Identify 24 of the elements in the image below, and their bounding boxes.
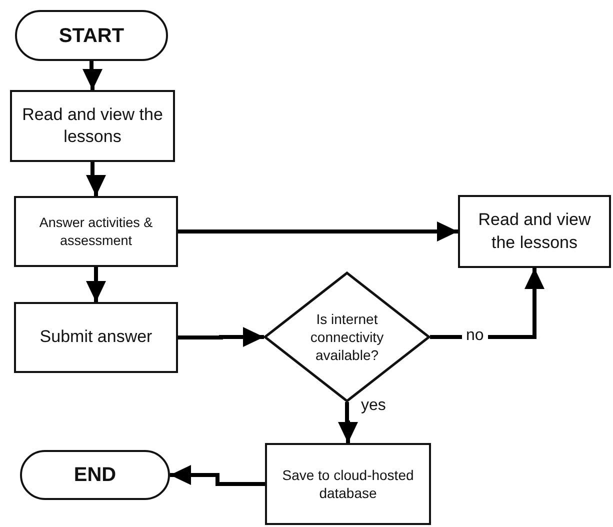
edge-label: yes xyxy=(360,396,387,416)
node-text: Save to cloud-hosted database xyxy=(281,466,415,502)
start-terminal xyxy=(15,10,168,61)
arrow xyxy=(82,61,102,90)
arrow xyxy=(170,465,265,486)
node-text: Is internet connectivity available? xyxy=(309,310,385,364)
arrow xyxy=(178,327,264,347)
node-text: Read and view the lessons xyxy=(477,209,592,254)
node-text: END xyxy=(72,463,118,488)
node-text: Answer activities & assessment xyxy=(38,214,154,250)
process-box xyxy=(10,90,175,162)
process-box xyxy=(14,302,178,373)
arrow xyxy=(86,162,106,196)
node-text: Read and view the lessons xyxy=(21,104,164,148)
arrow xyxy=(338,402,358,443)
process-box xyxy=(14,196,178,267)
end-terminal xyxy=(20,450,170,500)
node-text: Submit answer xyxy=(38,326,154,348)
process-box xyxy=(458,195,611,268)
process-box xyxy=(265,443,431,525)
arrow xyxy=(178,222,458,242)
node-text: START xyxy=(58,24,126,48)
arrow xyxy=(86,267,106,302)
decision-diamond xyxy=(264,272,430,402)
